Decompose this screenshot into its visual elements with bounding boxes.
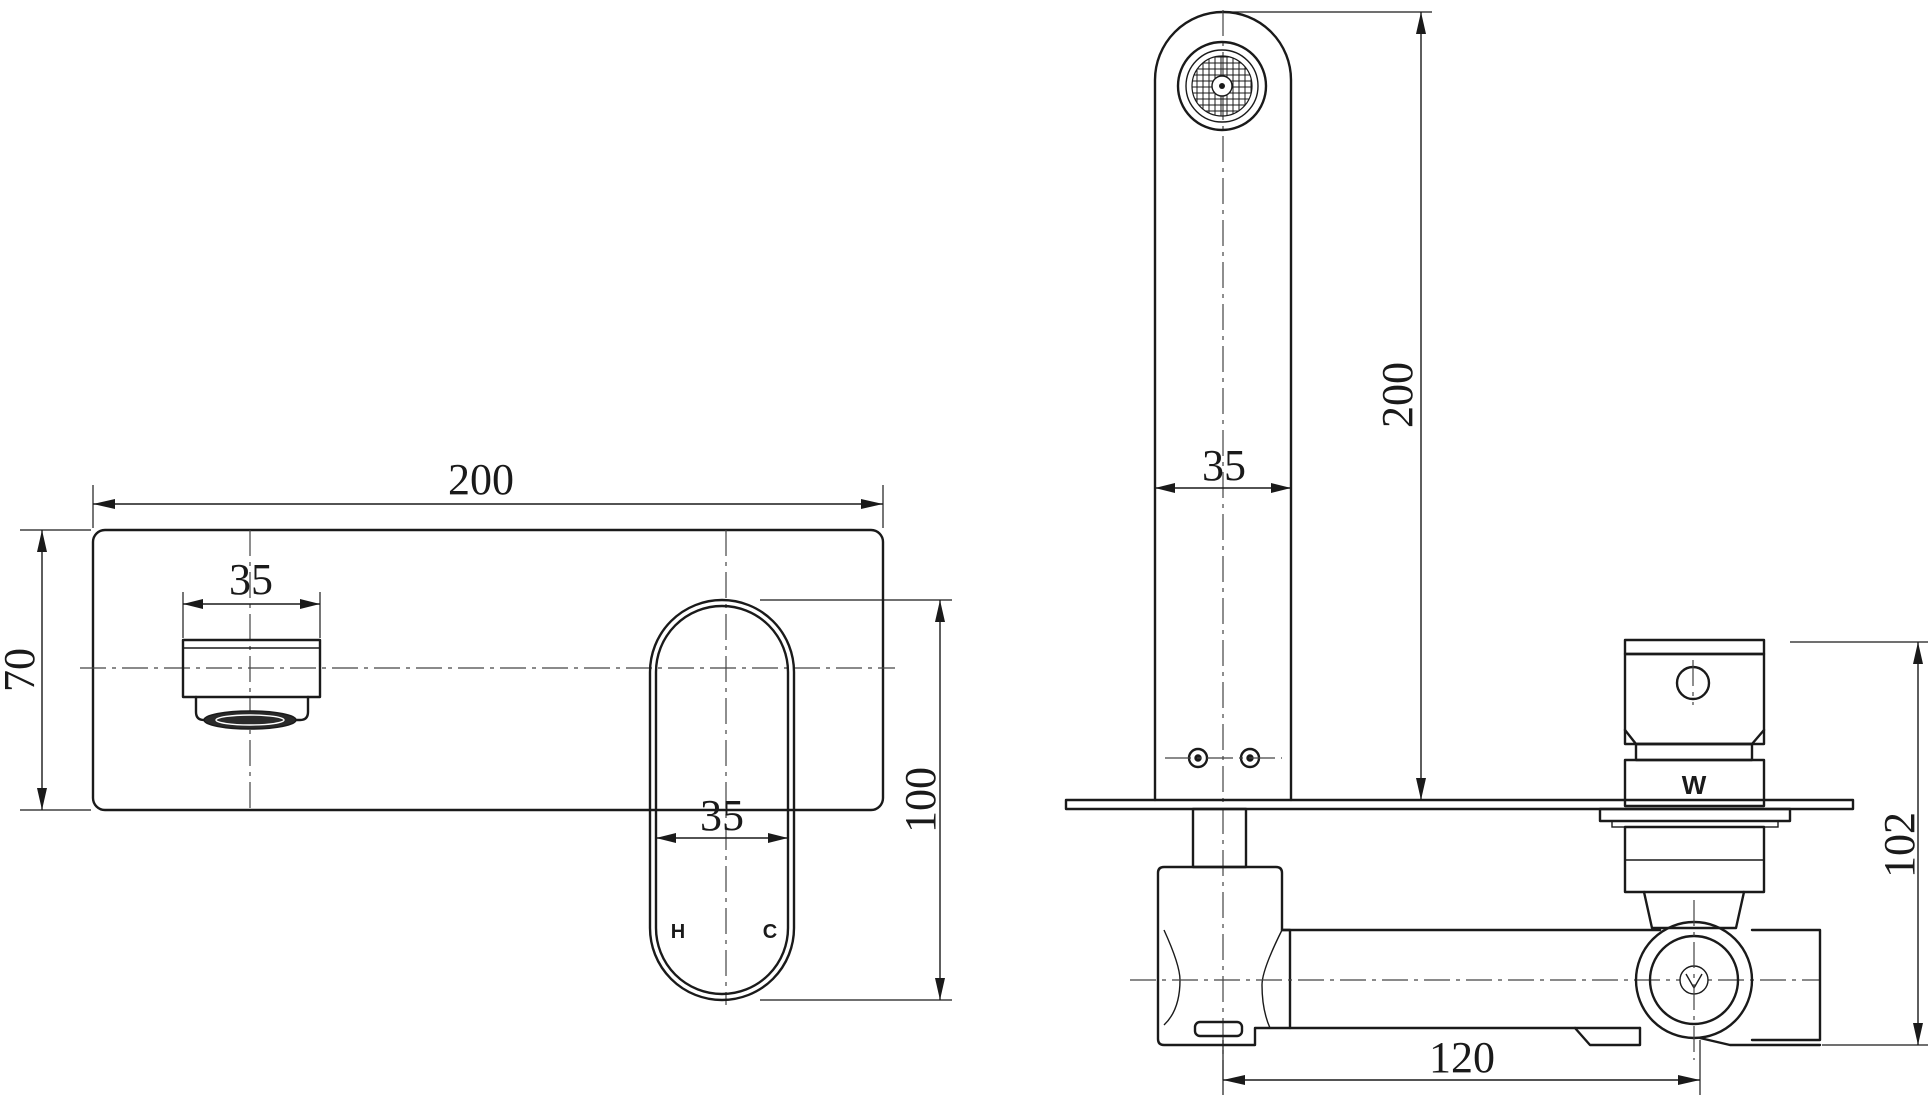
dim-body-height: 102 [1790, 641, 1928, 1046]
aerator-mesh-icon [1176, 40, 1268, 132]
dim-handle-height-label: 100 [896, 767, 945, 833]
dim-body-height-label: 102 [1875, 812, 1924, 878]
front-view: H C 200 70 35 [0, 455, 952, 1005]
dim-plate-height: 70 [0, 529, 91, 811]
valve-body [1130, 865, 1820, 1047]
dim-plate-width-label: 200 [448, 455, 514, 504]
dim-depth-label: 120 [1429, 1033, 1495, 1082]
supply-pipe [1280, 928, 1662, 1047]
side-view: W 200 [1064, 10, 1928, 1095]
dim-plate-width: 200 [92, 455, 884, 528]
mixer-cartridge: W [1598, 638, 1822, 1060]
spout-pillar [1153, 10, 1293, 1080]
wall-plate-edge [1064, 798, 1855, 811]
dim-plate-height-label: 70 [0, 648, 44, 692]
spout-front [181, 638, 322, 730]
aerator-icon [203, 710, 297, 730]
dim-handle-width-label: 35 [700, 791, 744, 840]
dim-spout-width-side-label: 35 [1202, 441, 1246, 490]
handle-front: H C [648, 598, 796, 1002]
dim-spout-height: 200 [1223, 11, 1432, 800]
watermark-logo: W [1682, 770, 1707, 800]
hot-mark: H [671, 921, 685, 943]
dim-handle-height: 100 [760, 599, 952, 1001]
cold-mark: C [763, 921, 777, 943]
dim-spout-width-side: 35 [1155, 441, 1291, 493]
dim-handle-width: 35 [656, 791, 788, 843]
dim-depth: 120 [1222, 1033, 1701, 1095]
connector-tube [1191, 807, 1248, 869]
dim-spout-width-front-label: 35 [229, 555, 273, 604]
dim-spout-height-label: 200 [1373, 362, 1422, 428]
wall-plate [91, 528, 885, 812]
dim-spout-width-front: 35 [182, 555, 321, 638]
